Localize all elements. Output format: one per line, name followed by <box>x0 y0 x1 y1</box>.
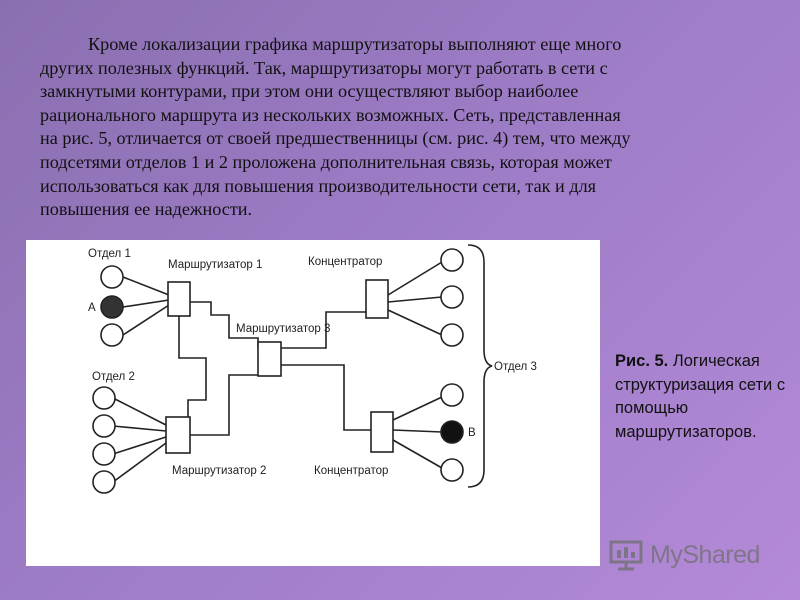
dept3-label: Отдел 3 <box>494 361 537 373</box>
dept2-node <box>92 414 116 438</box>
link-line <box>387 261 443 296</box>
watermark: MyShared <box>608 537 778 573</box>
link-line <box>122 299 170 308</box>
router-2 <box>165 416 191 454</box>
dept3-brace <box>467 244 493 488</box>
figure-caption: Рис. 5. Логическая структуризация сети с… <box>615 350 795 444</box>
link-line <box>178 316 207 418</box>
paragraph-line: замкнутыми контурами, при этом они осуще… <box>40 81 579 102</box>
dept2-node <box>92 470 116 494</box>
hub-top-label: Концентратор <box>308 256 382 268</box>
link-line <box>112 442 167 483</box>
paragraph-line: повышения ее надежности. <box>40 199 253 220</box>
node-b-label: B <box>468 427 476 439</box>
dept3-node <box>440 285 464 309</box>
node-b <box>440 420 464 444</box>
paragraph-line: подсетями отделов 1 и 2 проложена дополн… <box>40 151 612 172</box>
node-a-label: A <box>88 302 96 314</box>
link-line <box>122 304 170 336</box>
paragraph-line: рационального маршрута из нескольких воз… <box>40 104 621 125</box>
router2-label: Маршрутизатор 2 <box>172 465 266 477</box>
router3-label: Маршрутизатор 3 <box>236 323 330 335</box>
router1-label: Маршрутизатор 1 <box>168 259 262 271</box>
caption-text: Логическая структуризация сети с помощью… <box>615 352 786 441</box>
body-paragraph: Кроме локализации графика маршрутизаторы… <box>40 33 780 222</box>
link-line <box>112 397 167 426</box>
hub-bottom-label: Концентратор <box>314 465 388 477</box>
paragraph-line: на рис. 5, отличается от своей предшеств… <box>40 128 631 149</box>
node-a <box>100 295 124 319</box>
link-line <box>392 396 443 421</box>
hub-bottom <box>370 411 394 453</box>
link-line <box>190 301 259 348</box>
link-line <box>281 311 366 349</box>
link-line <box>281 364 371 431</box>
caption-label: Рис. 5. <box>615 352 669 370</box>
dept2-label: Отдел 2 <box>92 371 135 383</box>
link-line <box>392 439 443 469</box>
link-line <box>392 429 443 433</box>
network-diagram-svg: Отдел 1 A Маршрутизатор 1 Отдел 2 Маршру… <box>88 244 537 494</box>
watermark-text: MyShared <box>650 540 760 569</box>
dept3-node <box>440 383 464 407</box>
dept2-node <box>92 442 116 466</box>
dept3-node <box>440 458 464 482</box>
paragraph-line: Кроме локализации графика маршрутизаторы… <box>88 34 622 54</box>
dept3-node <box>440 323 464 347</box>
presentation-screen-icon <box>609 540 643 571</box>
paragraph-line: использоваться как для повышения произво… <box>40 175 597 196</box>
dept1-node <box>100 265 124 289</box>
router-3 <box>257 341 282 377</box>
network-diagram: Отдел 1 A Маршрутизатор 1 Отдел 2 Маршру… <box>26 240 600 566</box>
link-line <box>387 309 443 336</box>
dept2-node <box>92 386 116 410</box>
dept3-node <box>440 248 464 272</box>
dept1-node <box>100 323 124 347</box>
link-line <box>387 296 443 303</box>
link-line <box>112 425 167 432</box>
link-line <box>190 374 258 436</box>
hub-top <box>365 279 389 319</box>
router-1 <box>167 281 191 317</box>
dept1-label: Отдел 1 <box>88 248 131 260</box>
link-line <box>122 276 170 296</box>
paragraph-line: других полезных функций. Так, маршрутиза… <box>40 57 608 78</box>
link-line <box>112 436 167 455</box>
